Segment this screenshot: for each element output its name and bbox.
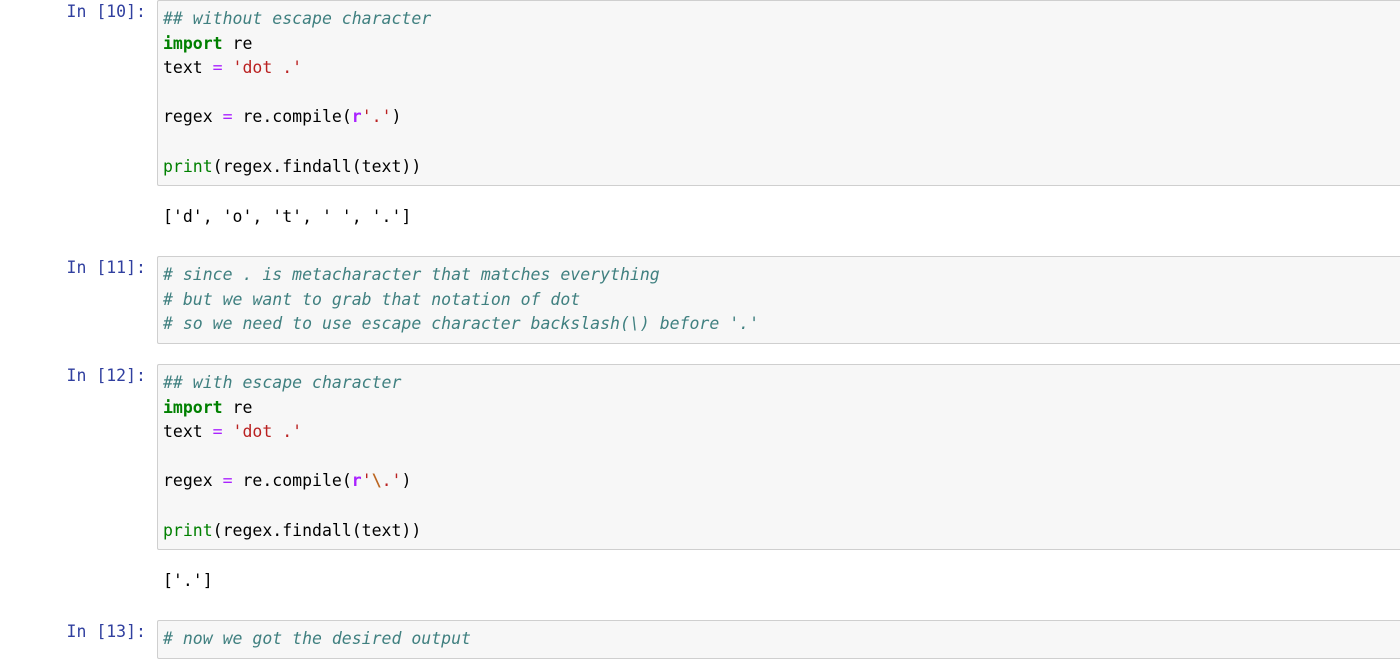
code-token: = (212, 422, 223, 442)
output-prompt-spacer (0, 562, 157, 587)
code-token: .' (381, 471, 402, 491)
code-token: re.compile( (232, 471, 352, 491)
spacer (0, 550, 1400, 562)
code-token: r (351, 471, 362, 491)
output-stream-text: ['.'] (163, 571, 213, 591)
cell-prompt-in: In [12]: (66, 365, 146, 385)
code-cell[interactable]: In [12]: ## with escape character import… (0, 363, 1400, 551)
cell-input-area[interactable]: # now we got the desired output (157, 620, 1400, 659)
cell-output-area: ['.'] (157, 562, 1400, 599)
code-blank-line (163, 445, 1394, 470)
code-token (223, 422, 233, 441)
code-token: regex (163, 107, 223, 127)
cell-input-area[interactable]: ## without escape character import re te… (157, 0, 1400, 187)
cell-input-area[interactable]: ## with escape character import re text … (157, 363, 1400, 551)
code-token: \ (371, 471, 382, 491)
code-token: = (212, 58, 223, 78)
code-token: print (163, 156, 213, 176)
code-token: re.compile( (232, 107, 352, 127)
cell-prompt-in: In [10]: (66, 2, 146, 21)
code-token: ' (361, 471, 372, 491)
code-token: (regex.findall(text)) (212, 520, 422, 540)
cell-output-area: ['d', 'o', 't', ' ', '.'] (157, 198, 1400, 235)
spacer (0, 234, 1400, 256)
code-blank-line (163, 494, 1394, 519)
cell-prompt-in: In [13]: (66, 622, 146, 642)
cell-prompt-in: In [11]: (66, 258, 146, 278)
code-token: text (163, 58, 213, 78)
cell-output-row: ['d', 'o', 't', ' ', '.'] (0, 198, 1400, 235)
cell-source-code[interactable]: ## with escape character import re text … (163, 371, 1394, 543)
code-cell[interactable]: In [11]: # since . is metacharacter that… (0, 256, 1400, 344)
spacer (0, 598, 1400, 620)
cell-output-row: ['.'] (0, 562, 1400, 599)
cell-input-area[interactable]: # since . is metacharacter that matches … (157, 256, 1400, 344)
code-token: re (222, 397, 253, 417)
code-token: import (163, 397, 223, 417)
code-token: text (163, 422, 213, 442)
code-token: ) (391, 107, 402, 127)
code-token (223, 58, 233, 77)
code-token: 'dot .' (232, 58, 303, 78)
spacer (0, 186, 1400, 198)
code-token: ## with escape character (163, 372, 402, 392)
output-stream-text: ['d', 'o', 't', ' ', '.'] (163, 207, 412, 227)
code-token: (regex.findall(text)) (212, 156, 422, 176)
code-token: r (351, 107, 362, 127)
code-blank-line (163, 81, 1394, 106)
code-token: regex (163, 471, 223, 491)
code-token: 'dot .' (232, 422, 303, 442)
code-token: = (222, 471, 233, 491)
output-prompt-spacer (0, 198, 157, 223)
code-token: = (222, 107, 233, 127)
cell-source-code[interactable]: # since . is metacharacter that matches … (163, 263, 1394, 337)
cell-source-code[interactable]: # now we got the desired output (163, 627, 1394, 652)
code-token: print (163, 520, 213, 540)
code-token: # now we got the desired output (163, 629, 471, 649)
code-token: '.' (361, 107, 392, 127)
code-token: re (222, 33, 253, 53)
code-token: # but we want to grab that notation of d… (163, 289, 581, 309)
code-token: # so we need to use escape character bac… (163, 314, 760, 334)
code-cell[interactable]: In [13]: # now we got the desired output (0, 620, 1400, 659)
code-token: ## without escape character (163, 9, 432, 28)
spacer (0, 344, 1400, 364)
code-token: ) (401, 471, 412, 491)
code-token: # since . is metacharacter that matches … (163, 265, 660, 285)
code-cell[interactable]: In [10]: ## without escape character imp… (0, 0, 1400, 187)
code-token: import (163, 33, 223, 53)
code-blank-line (163, 130, 1394, 155)
cell-source-code[interactable]: ## without escape character import re te… (163, 7, 1394, 179)
